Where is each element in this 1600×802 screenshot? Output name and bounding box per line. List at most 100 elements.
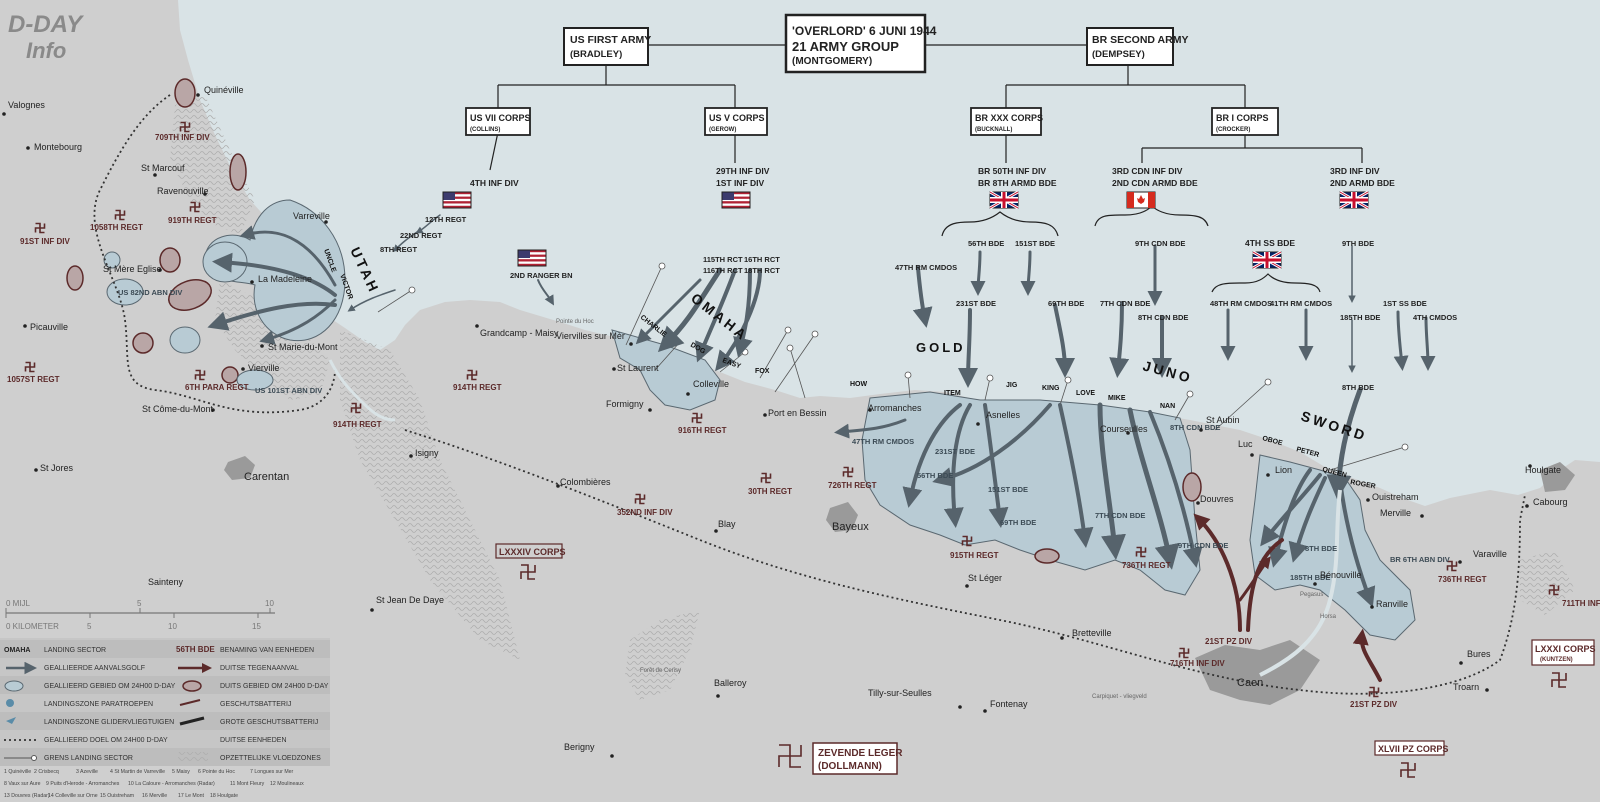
german-unit-label: 21ST PZ DIV: [1205, 637, 1253, 646]
logo-line1: D-DAY: [8, 11, 84, 38]
allied-unit-label: 1ST SS BDE: [1383, 299, 1427, 308]
legend-sample: 56TH BDE: [176, 645, 215, 654]
town-label: Grandcamp - Maisy: [480, 328, 559, 338]
allied-unit-label: 16TH RCT: [744, 255, 780, 264]
hq-line1: 'OVERLORD' 6 JUNI 1944: [792, 24, 937, 38]
us-flag-icon: [517, 249, 547, 267]
german-unit-icon: [466, 369, 478, 381]
town-dot: [475, 324, 479, 328]
town-label: St Aubin: [1206, 415, 1240, 425]
map-label: 29TH INF DIV: [716, 166, 770, 176]
logo: D-DAY Info: [8, 11, 84, 63]
town-label: Arromanches: [868, 403, 922, 413]
allied-unit-label: 8TH CDN BDE: [1170, 423, 1220, 432]
allied-unit-label: 7TH CDN BDE: [1100, 299, 1150, 308]
legend-text: GEALLIEERD GEBIED OM 24H00 D-DAY: [44, 683, 176, 690]
german-unit-markers: [24, 121, 1567, 778]
map-label: 4TH INF DIV: [470, 178, 519, 188]
sector-label: ROGER: [1350, 479, 1376, 490]
svg-text:BR SECOND ARMY: BR SECOND ARMY: [1092, 34, 1188, 46]
german-unit-label: 352ND INF DIV: [617, 508, 673, 517]
battery-item: 10 La Caloure - Arromanches (Radar): [128, 781, 215, 787]
map-label: 3RD INF DIV: [1330, 166, 1380, 176]
map-label: 4TH SS BDE: [1245, 238, 1295, 248]
german-unit-label: 914TH REGT: [333, 420, 382, 429]
german-commands: LXXXIV CORPS ZEVENDE LEGER (DOLLMANN) LX…: [495, 543, 1596, 775]
town-label: Sainteny: [148, 577, 184, 587]
town-dot: [868, 408, 872, 412]
town-label: Formigny: [606, 399, 644, 409]
svg-text:(DEMPSEY): (DEMPSEY): [1092, 49, 1145, 60]
german-unit-label: 709TH INF DIV: [155, 133, 210, 142]
battery-item: 3 Azeville: [76, 769, 98, 775]
allied-unit-label: 12TH REGT: [425, 215, 467, 224]
map-label: BR 50TH INF DIV: [978, 166, 1046, 176]
town-dot: [196, 93, 200, 97]
town-label: Montebourg: [34, 142, 82, 152]
uk-flag-icon: [989, 190, 1019, 210]
town-dot: [714, 529, 718, 533]
german-unit-label: 30TH REGT: [748, 487, 792, 496]
corps-box-br1: [1211, 107, 1279, 136]
town-dot: [976, 422, 980, 426]
town-label: St Mère Eglise: [103, 264, 162, 274]
allied-unit-label: BR 6TH ABN DIV: [1390, 555, 1450, 564]
german-unit-label: 736TH REGT: [1438, 575, 1487, 584]
town-label: St Marie-du-Mont: [268, 342, 338, 352]
town-label: Balleroy: [714, 678, 747, 688]
town-label: Varaville: [1473, 549, 1507, 559]
legend-text: DUITS GEBIED OM 24H00 D-DAY: [220, 683, 329, 690]
legend-text: DUITSE EENHEDEN: [220, 737, 287, 744]
german-unit-icon: [1178, 647, 1190, 659]
hq-line2: 21 ARMY GROUP: [792, 39, 899, 54]
town-label: St Marcouf: [141, 163, 185, 173]
german-unit-icon: [778, 744, 802, 768]
uk-flag-icon: [1252, 250, 1282, 270]
battery-item: 13 Douvres (Radar): [4, 793, 50, 799]
allied-unit-label: 8TH BDE: [1305, 544, 1337, 553]
allied-unit-label: 69TH BDE: [1000, 518, 1036, 527]
town-label: Caen: [1237, 677, 1263, 689]
battery-item: 17 Le Mont: [178, 793, 205, 799]
german-unit-label: 916TH REGT: [678, 426, 727, 435]
legend-text: GROTE GESCHUTSBATTERIJ: [220, 719, 318, 726]
town-dot: [556, 484, 560, 488]
allied-unit-label: 9TH BDE: [1342, 239, 1374, 248]
svg-text:BR I CORPS: BR I CORPS: [1216, 113, 1269, 123]
town-label: Courseulles: [1100, 424, 1148, 434]
allied-unit-label: 185TH BDE: [1340, 313, 1380, 322]
town-dot: [2, 112, 6, 116]
battery-item: 5 Maisy: [172, 769, 190, 775]
legend-sample: OMAHA: [4, 647, 30, 654]
town-dot: [965, 584, 969, 588]
town-label: Fontenay: [990, 699, 1028, 709]
town-dot: [1126, 431, 1130, 435]
german-unit-icon: [1551, 672, 1567, 688]
corps-box-us5: [704, 107, 768, 136]
legend-text: LANDINGSZONE PARATROEPEN: [44, 701, 153, 708]
town-dot: [260, 344, 264, 348]
town-label: Bayeux: [832, 521, 869, 533]
town-label: Houlgate: [1525, 465, 1561, 475]
town-label: St Léger: [968, 573, 1002, 583]
german-unit-label: 914TH REGT: [453, 383, 502, 392]
allied-unit-label: 231ST BDE: [956, 299, 996, 308]
svg-text:10: 10: [265, 599, 274, 608]
town-label: Vierville: [248, 363, 279, 373]
town-label: St Jean De Daye: [376, 595, 444, 605]
allied-unit-label: 56TH BDE: [917, 471, 953, 480]
sector-label: JIG: [1006, 382, 1018, 389]
allied-unit-label: 231ST BDE: [935, 447, 975, 456]
town-dot: [1420, 514, 1424, 518]
hq-box: [784, 13, 927, 74]
german-unit-icon: [1135, 546, 1147, 558]
german-unit-icon: [634, 493, 646, 505]
allied-unit-label: 4TH CMDOS: [1413, 313, 1457, 322]
town-dot: [1366, 498, 1370, 502]
legend-text: BENAMING VAN EENHEDEN: [220, 647, 314, 654]
town-label: Carpiquet - vliegveld: [1092, 694, 1147, 700]
svg-text:LXXXIV CORPS: LXXXIV CORPS: [499, 547, 566, 557]
svg-text:(GEROW): (GEROW): [709, 127, 736, 133]
battery-item: 8 Vaux sur Aure: [4, 781, 41, 787]
